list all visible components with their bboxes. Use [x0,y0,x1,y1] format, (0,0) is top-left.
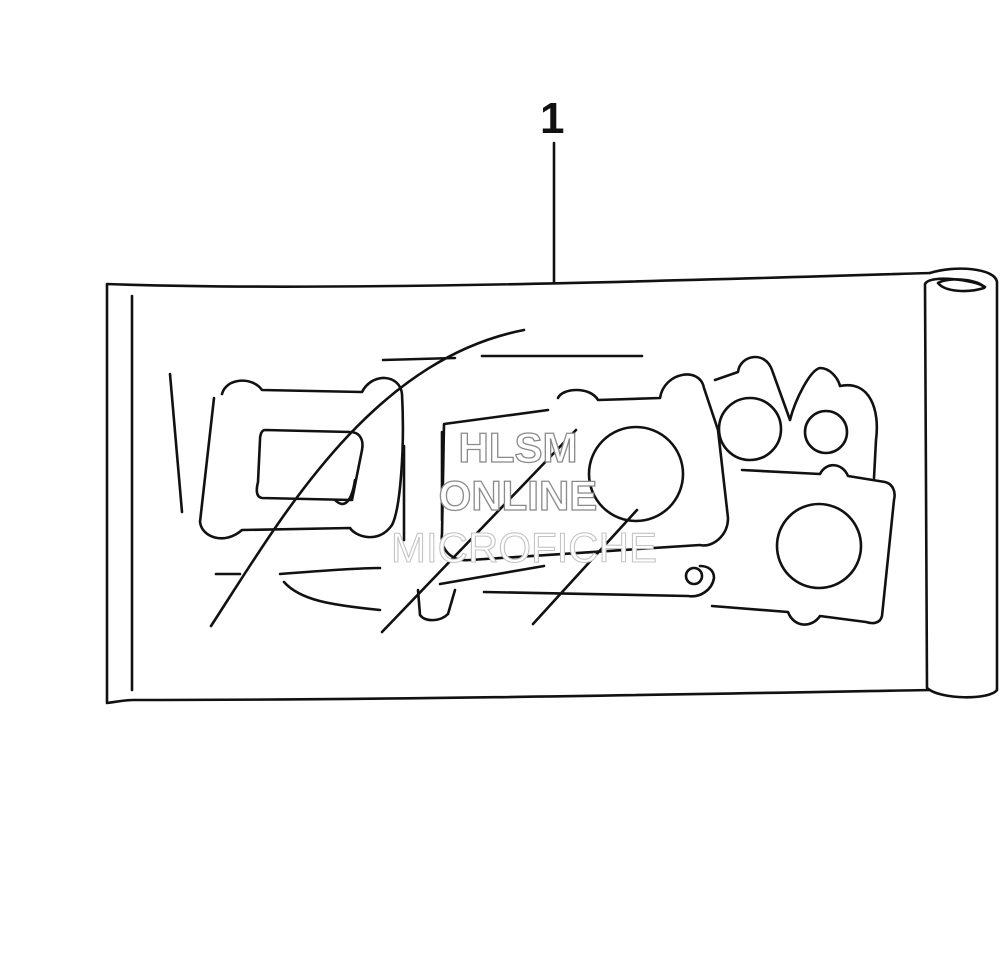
crease-line-1 [209,328,526,628]
watermark: HLSM ONLINE MICROFICHE [390,423,657,571]
gasket-strip-top [381,354,644,362]
gasket-strip-left [168,372,184,514]
gasket-left-cover-inner [255,428,364,502]
gasket-center-bore [587,425,685,523]
crease-line-2 [380,428,578,634]
watermark-line-3: MICROFICHE [391,524,657,571]
gasket-right-upper [713,355,879,480]
gasket-small-hole [684,566,704,586]
crease-line-4 [333,478,357,506]
gasket-strip-lower [438,564,716,598]
package-rolled-end [923,267,999,699]
watermark-line-1: HLSM [459,424,578,471]
watermark-line-2: ONLINE [439,472,598,519]
gasket-strip-center [402,430,457,622]
package-roll-inner [936,278,986,293]
gasket-right-lower-bore [775,502,863,590]
crease-line-3 [531,508,639,626]
package-outline [105,271,932,705]
gasket-left-cover [198,376,405,540]
gasket-strip-bottom [214,566,382,612]
gasket-right-lower [710,463,896,626]
callout-number-1[interactable]: 1 [540,94,564,143]
gasket-kit-package[interactable] [105,267,999,705]
gasket-right-hole-large [717,396,783,462]
gasket-right-hole-small [803,409,849,455]
